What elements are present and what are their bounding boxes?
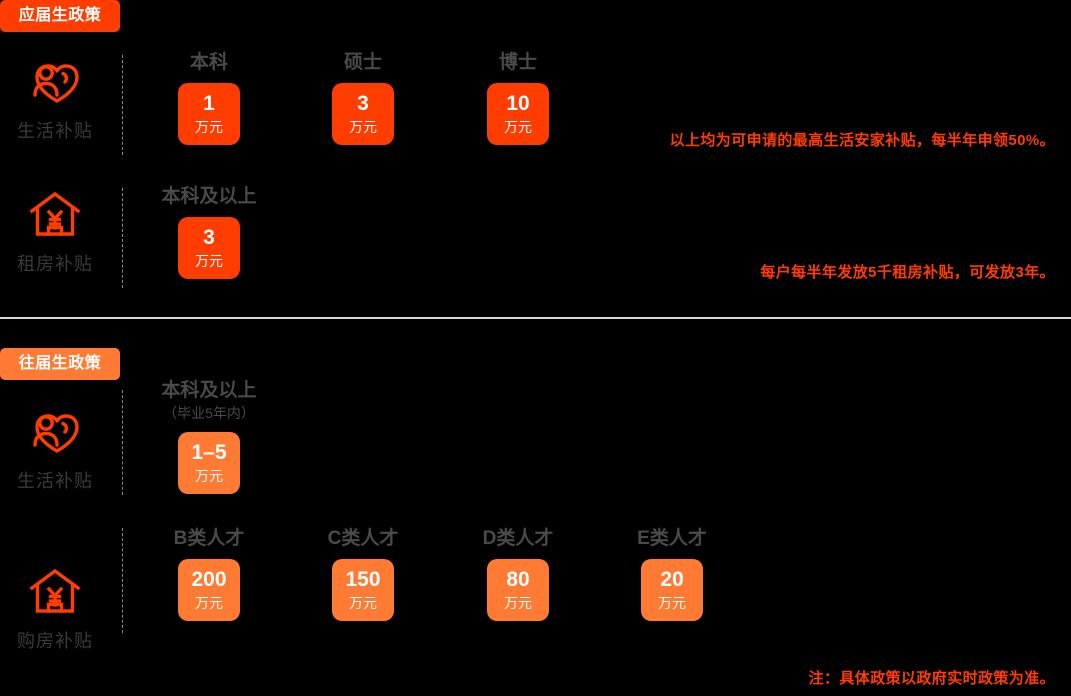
row-divider-dashed [122,528,123,633]
card-amount: 1–5 [191,441,227,465]
house-yuan-icon [27,565,83,617]
value-card: 20 万元 [641,558,703,621]
card-title: 硕士 [343,52,382,73]
person-heart-icon [27,405,83,457]
person-heart-icon [27,55,83,107]
card-title: E类人才 [637,528,707,549]
card-unit: 万元 [195,253,223,270]
section-badge-fresh-graduate: 应届生政策 [0,0,120,32]
row-label-purchase-subsidy: 购房补贴 [0,565,110,653]
row-divider-dashed [122,55,123,155]
card-amount: 20 [660,568,684,592]
card-title: 本科及以上 [161,186,257,207]
card-amount: 10 [506,92,530,116]
value-card: 10 万元 [487,82,549,145]
card-unit: 万元 [349,119,377,136]
row-label-text: 购房补贴 [17,631,93,651]
section-badge-former-graduate: 往届生政策 [0,348,120,380]
value-card: 150 万元 [332,558,394,621]
row-divider-dashed [122,390,123,495]
card-unit: 万元 [504,595,532,612]
card-title: 本科 [189,52,228,73]
value-card: 3 万元 [178,216,240,279]
section-divider [0,317,1071,319]
card-title: C类人才 [327,528,399,549]
card-amount: 150 [345,568,381,592]
card-group-master-living: 硕士 3 万元 [288,52,438,145]
card-unit: 万元 [349,595,377,612]
card-group-bachelor-plus-living-former: 本科及以上 （毕业5年内） 1–5 万元 [134,380,284,494]
note-rent-subsidy: 每户每半年发放5千租房补贴，可发放3年。 [760,264,1055,281]
card-group-talent-c: C类人才 150 万元 [288,528,438,621]
footer-note: 注：具体政策以政府实时政策为准。 [808,670,1055,687]
card-amount: 80 [506,568,530,592]
card-amount: 3 [357,92,369,116]
card-title: 本科及以上 [161,380,257,401]
house-yuan-icon [27,188,83,240]
value-card: 1–5 万元 [178,431,240,494]
row-label-living-allowance-former: 生活补贴 [0,405,110,493]
card-unit: 万元 [195,119,223,136]
card-amount: 3 [203,226,215,250]
card-group-bachelor-plus-rent: 本科及以上 3 万元 [134,186,284,279]
value-card: 3 万元 [332,82,394,145]
card-unit: 万元 [658,595,686,612]
card-title: D类人才 [482,528,554,549]
card-amount: 1 [203,92,215,116]
card-group-doctor-living: 博士 10 万元 [443,52,593,145]
card-unit: 万元 [195,468,223,485]
row-divider-dashed [122,188,123,288]
row-label-text: 生活补贴 [17,121,93,141]
card-unit: 万元 [504,119,532,136]
card-group-talent-e: E类人才 20 万元 [597,528,747,621]
card-amount: 200 [191,568,227,592]
row-label-living-allowance-fresh: 生活补贴 [0,55,110,143]
row-label-rent-subsidy: 租房补贴 [0,188,110,276]
card-subtitle: （毕业5年内） [163,404,255,421]
card-group-talent-b: B类人才 200 万元 [134,528,284,621]
card-title: B类人才 [173,528,245,549]
value-card: 200 万元 [178,558,240,621]
card-unit: 万元 [195,595,223,612]
card-group-talent-d: D类人才 80 万元 [443,528,593,621]
note-living-allowance: 以上均为可申请的最高生活安家补贴，每半年申领50%。 [669,132,1055,149]
value-card: 80 万元 [487,558,549,621]
row-label-text: 生活补贴 [17,471,93,491]
card-title: 博士 [498,52,537,73]
row-label-text: 租房补贴 [17,254,93,274]
card-group-bachelor-living: 本科 1 万元 [134,52,284,145]
value-card: 1 万元 [178,82,240,145]
